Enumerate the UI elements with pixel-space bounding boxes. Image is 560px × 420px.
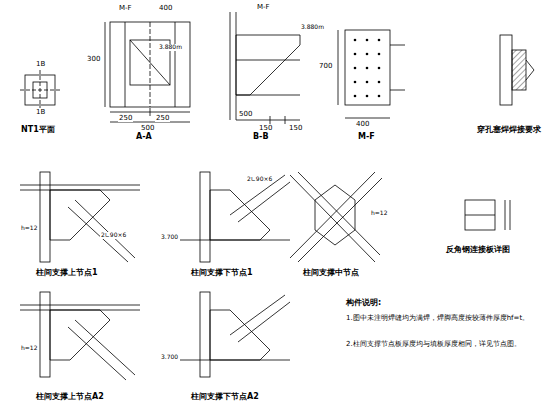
dimension-label: 1B: [35, 60, 46, 68]
bolt-hole: [378, 81, 381, 84]
dimension-label: h=12: [20, 345, 38, 352]
dimension-label: 2∟90×6: [246, 176, 273, 183]
dimension-label: 400: [355, 120, 370, 128]
bolt-hole: [366, 81, 369, 84]
bolt-hole: [366, 95, 369, 98]
dimension-label: 2∟90×6: [100, 232, 127, 239]
dimension-label: 700: [318, 62, 333, 70]
bolt-hole: [354, 39, 357, 42]
view-title: 柱间支撑下节点A2: [190, 392, 260, 401]
dimension-label: 250: [118, 114, 133, 122]
dimension-label: 1.图中未注明焊缝均为满焊，焊脚高度按较薄件厚度hf=t。: [345, 314, 552, 322]
dimension-label: 2.柱间支撑节点板厚度均与填板厚度相同，详见节点图。: [345, 340, 552, 348]
view-title: 柱间支撑上节点1: [35, 268, 99, 277]
dimension-label: 300: [86, 55, 101, 63]
bolt-hole: [366, 39, 369, 42]
view-title: 反角钢连接板详图: [445, 245, 511, 254]
view-title: B-B: [252, 132, 270, 141]
dimension-label: 500: [238, 110, 253, 118]
bolt-hole: [378, 53, 381, 56]
dimension-label: 3.700: [160, 234, 179, 241]
dimension-label: 3.700: [160, 354, 179, 361]
dimension-label: 400: [158, 4, 173, 12]
bolt-hole: [354, 53, 357, 56]
bolt-hole: [366, 67, 369, 70]
bolt-hole: [354, 81, 357, 84]
view-title: 柱间支撑上节点A2: [35, 392, 105, 401]
dimension-label: M-F: [256, 3, 271, 11]
bolt-hole: [354, 95, 357, 98]
dimension-label: 150: [288, 124, 303, 132]
dimension-label: M-F: [118, 4, 133, 12]
bolt-hole: [378, 95, 381, 98]
bolt-hole: [378, 67, 381, 70]
view-title: 柱间支撑下节点1: [190, 268, 254, 277]
bolt-hole: [366, 53, 369, 56]
bolt-hole: [354, 67, 357, 70]
view-title: 穿孔塞焊焊接要求: [476, 125, 542, 134]
bolt-hole: [378, 39, 381, 42]
dimension-label: 1B: [35, 108, 46, 116]
dimension-label: 150: [258, 124, 273, 132]
view-title: 构件说明:: [345, 298, 382, 307]
dimension-label: 3.880m: [300, 24, 325, 31]
dimension-label: 500: [140, 124, 155, 132]
dimension-label: h=12: [20, 225, 38, 232]
view-title: M-F: [357, 132, 376, 141]
dimension-label: 3.880m: [158, 44, 183, 51]
view-title: 柱间支撑中节点: [302, 268, 360, 277]
view-title: NT1平面: [20, 125, 56, 134]
dimension-label: h=12: [370, 210, 388, 217]
view-title: A-A: [135, 132, 153, 141]
dimension-label: 250: [155, 114, 170, 122]
